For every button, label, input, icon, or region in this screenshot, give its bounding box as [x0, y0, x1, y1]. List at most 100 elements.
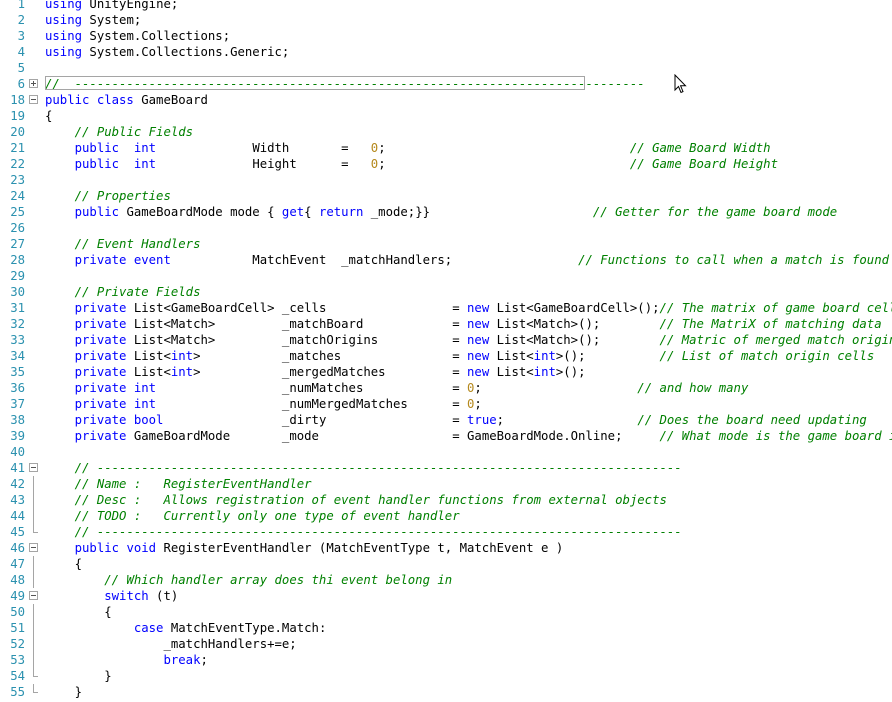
code-line[interactable]: 40: [0, 444, 892, 460]
code-line[interactable]: 31 private List<GameBoardCell> _cells = …: [0, 300, 892, 316]
code-line[interactable]: 45 // ----------------------------------…: [0, 524, 892, 540]
code-line[interactable]: 25 public GameBoardMode mode { get{ retu…: [0, 204, 892, 220]
code-text[interactable]: case MatchEventType.Match:: [45, 620, 327, 636]
code-line[interactable]: 30 // Private Fields: [0, 284, 892, 300]
code-line[interactable]: 55 }: [0, 684, 892, 700]
code-token: [119, 141, 134, 155]
code-text[interactable]: break;: [45, 652, 207, 668]
code-text[interactable]: using System.Collections;: [45, 28, 230, 44]
code-text[interactable]: // Which handler array does thi event be…: [45, 572, 452, 588]
code-line[interactable]: 36 private int _numMatches = 0; // and h…: [0, 380, 892, 396]
code-text[interactable]: private int _numMergedMatches = 0;: [45, 396, 482, 412]
code-line[interactable]: 39 private GameBoardMode _mode = GameBoa…: [0, 428, 892, 444]
code-line[interactable]: 43 // Desc : Allows registration of even…: [0, 492, 892, 508]
code-token: [45, 589, 104, 603]
code-line[interactable]: 47 {: [0, 556, 892, 572]
code-text[interactable]: public GameBoardMode mode { get{ return …: [45, 204, 838, 220]
code-line[interactable]: 37 private int _numMergedMatches = 0;: [0, 396, 892, 412]
code-text[interactable]: // Name : RegisterEventHandler: [45, 476, 312, 492]
code-token: [45, 157, 75, 171]
code-line[interactable]: 46 public void RegisterEventHandler (Mat…: [0, 540, 892, 556]
code-line[interactable]: 20 // Public Fields: [0, 124, 892, 140]
code-token: [45, 461, 75, 475]
expand-icon[interactable]: [29, 79, 38, 88]
code-text[interactable]: // -------------------------------------…: [45, 524, 682, 540]
keyword-token: break: [163, 653, 201, 667]
code-line[interactable]: 42 // Name : RegisterEventHandler: [0, 476, 892, 492]
code-text[interactable]: // TODO : Currently only one type of eve…: [45, 508, 460, 524]
code-text[interactable]: private List<int> _matches = new List<in…: [45, 348, 875, 364]
code-text[interactable]: // -------------------------------------…: [45, 460, 682, 476]
collapse-icon[interactable]: [29, 95, 38, 104]
code-text[interactable]: // Private Fields: [45, 284, 201, 300]
code-text[interactable]: private bool _dirty = true; // Does the …: [45, 412, 867, 428]
code-line[interactable]: 6// ------------------------------------…: [0, 76, 892, 92]
code-line[interactable]: 54 }: [0, 668, 892, 684]
code-text[interactable]: public int Height = 0; // Game Board Hei…: [45, 156, 778, 172]
code-line[interactable]: 32 private List<Match> _matchBoard = new…: [0, 316, 892, 332]
code-line[interactable]: 48 // Which handler array does thi event…: [0, 572, 892, 588]
code-text[interactable]: using UnityEngine;: [45, 0, 178, 12]
code-text[interactable]: private event MatchEvent _matchHandlers;…: [45, 252, 889, 268]
code-line[interactable]: 44 // TODO : Currently only one type of …: [0, 508, 892, 524]
code-line[interactable]: 41 // ----------------------------------…: [0, 460, 892, 476]
code-text[interactable]: private GameBoardMode _mode = GameBoardM…: [45, 428, 892, 444]
collapsed-region-box[interactable]: [45, 76, 585, 90]
collapse-icon[interactable]: [29, 591, 38, 600]
code-text[interactable]: public int Width = 0; // Game Board Widt…: [45, 140, 771, 156]
collapse-icon[interactable]: [29, 543, 38, 552]
code-line[interactable]: 38 private bool _dirty = true; // Does t…: [0, 412, 892, 428]
code-line[interactable]: 26: [0, 220, 892, 236]
code-line[interactable]: 52 _matchHandlers+=e;: [0, 636, 892, 652]
line-number: 46: [10, 541, 25, 555]
code-text[interactable]: private List<int> _mergedMatches = new L…: [45, 364, 586, 380]
code-line[interactable]: 53 break;: [0, 652, 892, 668]
code-text[interactable]: }: [45, 684, 82, 700]
code-line[interactable]: 50 {: [0, 604, 892, 620]
code-line[interactable]: 35 private List<int> _mergedMatches = ne…: [0, 364, 892, 380]
code-line[interactable]: 19{: [0, 108, 892, 124]
code-line[interactable]: 27 // Event Handlers: [0, 236, 892, 252]
code-text[interactable]: }: [45, 668, 112, 684]
code-text[interactable]: // Desc : Allows registration of event h…: [45, 492, 667, 508]
code-text[interactable]: public class GameBoard: [45, 92, 208, 108]
code-line[interactable]: 49 switch (t): [0, 588, 892, 604]
code-text[interactable]: // Event Handlers: [45, 236, 201, 252]
code-text[interactable]: // -------------------------------------…: [45, 76, 645, 92]
comment-token: // -------------------------------------…: [74, 461, 682, 475]
code-text[interactable]: private List<Match> _matchBoard = new Li…: [45, 316, 882, 332]
code-text[interactable]: {: [45, 108, 52, 124]
code-line[interactable]: 23: [0, 172, 892, 188]
code-token: }: [45, 669, 112, 683]
code-line[interactable]: 51 case MatchEventType.Match:: [0, 620, 892, 636]
code-text[interactable]: // Public Fields: [45, 124, 193, 140]
code-line[interactable]: 5: [0, 60, 892, 76]
code-line[interactable]: 21 public int Width = 0; // Game Board W…: [0, 140, 892, 156]
code-text[interactable]: // Properties: [45, 188, 171, 204]
code-line[interactable]: 24 // Properties: [0, 188, 892, 204]
code-text[interactable]: private List<Match> _matchOrigins = new …: [45, 332, 892, 348]
code-token: [45, 237, 75, 251]
code-line[interactable]: 29: [0, 268, 892, 284]
code-text[interactable]: private int _numMatches = 0; // and how …: [45, 380, 749, 396]
code-line[interactable]: 28 private event MatchEvent _matchHandle…: [0, 252, 892, 268]
code-text[interactable]: private List<GameBoardCell> _cells = new…: [45, 300, 892, 316]
code-text[interactable]: using System.Collections.Generic;: [45, 44, 289, 60]
code-text[interactable]: {: [45, 556, 82, 572]
code-line[interactable]: 33 private List<Match> _matchOrigins = n…: [0, 332, 892, 348]
line-number: 23: [10, 173, 25, 187]
code-text[interactable]: switch (t): [45, 588, 178, 604]
collapse-icon[interactable]: [29, 463, 38, 472]
code-text[interactable]: _matchHandlers+=e;: [45, 636, 296, 652]
code-text[interactable]: {: [45, 604, 111, 620]
code-line[interactable]: 34 private List<int> _matches = new List…: [0, 348, 892, 364]
code-line[interactable]: 22 public int Height = 0; // Game Board …: [0, 156, 892, 172]
code-text[interactable]: using System;: [45, 12, 141, 28]
code-text[interactable]: public void RegisterEventHandler (MatchE…: [45, 540, 564, 556]
